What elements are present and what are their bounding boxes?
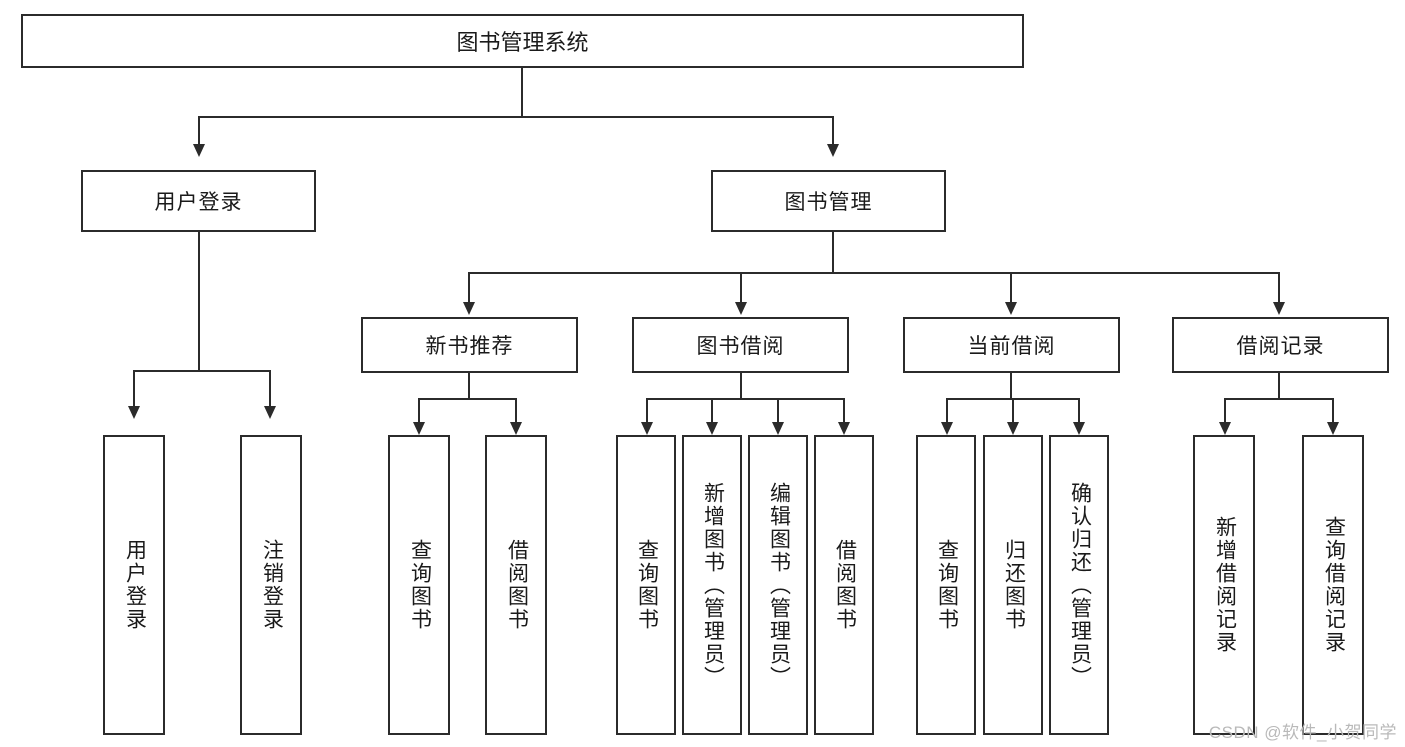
edge-book-borrow-to-leaf-1 xyxy=(646,398,648,424)
arrowhead-current-borrow-leaf-2 xyxy=(1007,422,1019,435)
arrowhead-book-borrow-leaf-2 xyxy=(706,422,718,435)
arrowhead-new-book-leaf-2 xyxy=(510,422,522,435)
leaf-label: 查询图书 xyxy=(635,539,659,631)
node-new-book-recommend[interactable]: 新书推荐 xyxy=(361,317,578,373)
leaf-user-login-logout[interactable]: 注销登录 xyxy=(240,435,302,735)
arrowhead-book-borrow xyxy=(735,302,747,315)
edge-new-book-bus xyxy=(418,398,517,400)
leaf-borrow-record-query[interactable]: 查询借阅记录 xyxy=(1302,435,1364,735)
leaf-label: 新增借阅记录 xyxy=(1213,516,1237,654)
node-label: 图书管理 xyxy=(784,191,873,214)
arrowhead-user-login xyxy=(193,144,205,157)
leaf-label: 查询图书 xyxy=(935,539,959,631)
node-label: 图书借阅 xyxy=(696,335,785,358)
leaf-current-borrow-return[interactable]: 归还图书 xyxy=(983,435,1043,735)
arrowhead-borrow-record-leaf-1 xyxy=(1219,422,1231,435)
leaf-label: 编辑图书（管理员） xyxy=(767,481,791,689)
leaf-book-borrow-edit[interactable]: 编辑图书（管理员） xyxy=(748,435,808,735)
leaf-book-borrow-borrow[interactable]: 借阅图书 xyxy=(814,435,874,735)
leaf-label: 注销登录 xyxy=(260,539,284,631)
arrowhead-book-borrow-leaf-4 xyxy=(838,422,850,435)
node-label: 用户登录 xyxy=(154,191,243,214)
edge-root-stem xyxy=(521,68,523,116)
edge-book-manage-bus xyxy=(468,272,1280,274)
edge-borrow-record-to-leaf-2 xyxy=(1332,398,1334,424)
arrowhead-user-login-leaf-1 xyxy=(128,406,140,419)
edge-new-book-stem xyxy=(468,373,470,398)
edge-current-borrow-stem xyxy=(1010,373,1012,398)
node-book-management[interactable]: 图书管理 xyxy=(711,170,946,232)
arrowhead-new-book-leaf-1 xyxy=(413,422,425,435)
edge-book-borrow-to-leaf-4 xyxy=(843,398,845,424)
edge-book-manage-to-current-borrow xyxy=(1010,272,1012,304)
node-book-borrow[interactable]: 图书借阅 xyxy=(632,317,849,373)
edge-book-manage-stem xyxy=(832,232,834,272)
arrowhead-book-borrow-leaf-3 xyxy=(772,422,784,435)
arrowhead-borrow-record xyxy=(1273,302,1285,315)
leaf-book-borrow-query[interactable]: 查询图书 xyxy=(616,435,676,735)
leaf-user-login-login[interactable]: 用户登录 xyxy=(103,435,165,735)
leaf-borrow-record-add[interactable]: 新增借阅记录 xyxy=(1193,435,1255,735)
leaf-current-borrow-confirm-return[interactable]: 确认归还（管理员） xyxy=(1049,435,1109,735)
arrowhead-current-borrow-leaf-3 xyxy=(1073,422,1085,435)
node-current-borrow[interactable]: 当前借阅 xyxy=(903,317,1120,373)
edge-book-manage-to-book-borrow xyxy=(740,272,742,304)
edge-book-borrow-stem xyxy=(740,373,742,398)
leaf-label: 确认归还（管理员） xyxy=(1068,481,1092,689)
leaf-book-borrow-add[interactable]: 新增图书（管理员） xyxy=(682,435,742,735)
edge-current-borrow-to-leaf-3 xyxy=(1078,398,1080,424)
arrowhead-current-borrow xyxy=(1005,302,1017,315)
edge-book-borrow-bus xyxy=(646,398,843,400)
node-label: 图书管理系统 xyxy=(456,30,589,55)
node-label: 当前借阅 xyxy=(967,335,1056,358)
edge-root-bus xyxy=(198,116,834,118)
edge-book-borrow-to-leaf-3 xyxy=(777,398,779,424)
leaf-label: 借阅图书 xyxy=(505,539,529,631)
node-root-system[interactable]: 图书管理系统 xyxy=(21,14,1024,68)
watermark-text: CSDN @软件_小贺同学 xyxy=(1208,723,1397,742)
leaf-new-book-borrow[interactable]: 借阅图书 xyxy=(485,435,547,735)
edge-current-borrow-to-leaf-1 xyxy=(946,398,948,424)
node-label: 借阅记录 xyxy=(1236,335,1325,358)
leaf-current-borrow-query[interactable]: 查询图书 xyxy=(916,435,976,735)
arrowhead-user-login-leaf-2 xyxy=(264,406,276,419)
edge-new-book-to-leaf-1 xyxy=(418,398,420,424)
edge-borrow-record-to-leaf-1 xyxy=(1224,398,1226,424)
leaf-label: 新增图书（管理员） xyxy=(701,481,725,689)
arrowhead-book-borrow-leaf-1 xyxy=(641,422,653,435)
edge-root-to-user-login xyxy=(198,116,200,146)
edge-current-borrow-to-leaf-2 xyxy=(1012,398,1014,424)
leaf-label: 查询借阅记录 xyxy=(1322,516,1346,654)
leaf-label: 借阅图书 xyxy=(833,539,857,631)
arrowhead-new-book-recommend xyxy=(463,302,475,315)
leaf-label: 查询图书 xyxy=(408,539,432,631)
edge-root-to-book-manage xyxy=(832,116,834,146)
edge-book-manage-to-borrow-record xyxy=(1278,272,1280,304)
edge-book-manage-to-new-book xyxy=(468,272,470,304)
leaf-label: 归还图书 xyxy=(1002,539,1026,631)
node-user-login[interactable]: 用户登录 xyxy=(81,170,316,232)
edge-user-login-to-leaf-1 xyxy=(133,370,135,408)
edge-new-book-to-leaf-2 xyxy=(515,398,517,424)
arrowhead-borrow-record-leaf-2 xyxy=(1327,422,1339,435)
edge-borrow-record-bus xyxy=(1224,398,1334,400)
edge-borrow-record-stem xyxy=(1278,373,1280,398)
edge-user-login-stem xyxy=(198,232,200,370)
edge-user-login-to-leaf-2 xyxy=(269,370,271,408)
leaf-label: 用户登录 xyxy=(123,539,147,631)
node-borrow-record[interactable]: 借阅记录 xyxy=(1172,317,1389,373)
leaf-new-book-query[interactable]: 查询图书 xyxy=(388,435,450,735)
edge-book-borrow-to-leaf-2 xyxy=(711,398,713,424)
arrowhead-book-manage xyxy=(827,144,839,157)
edge-user-login-bus xyxy=(133,370,270,372)
node-label: 新书推荐 xyxy=(425,335,514,358)
arrowhead-current-borrow-leaf-1 xyxy=(941,422,953,435)
